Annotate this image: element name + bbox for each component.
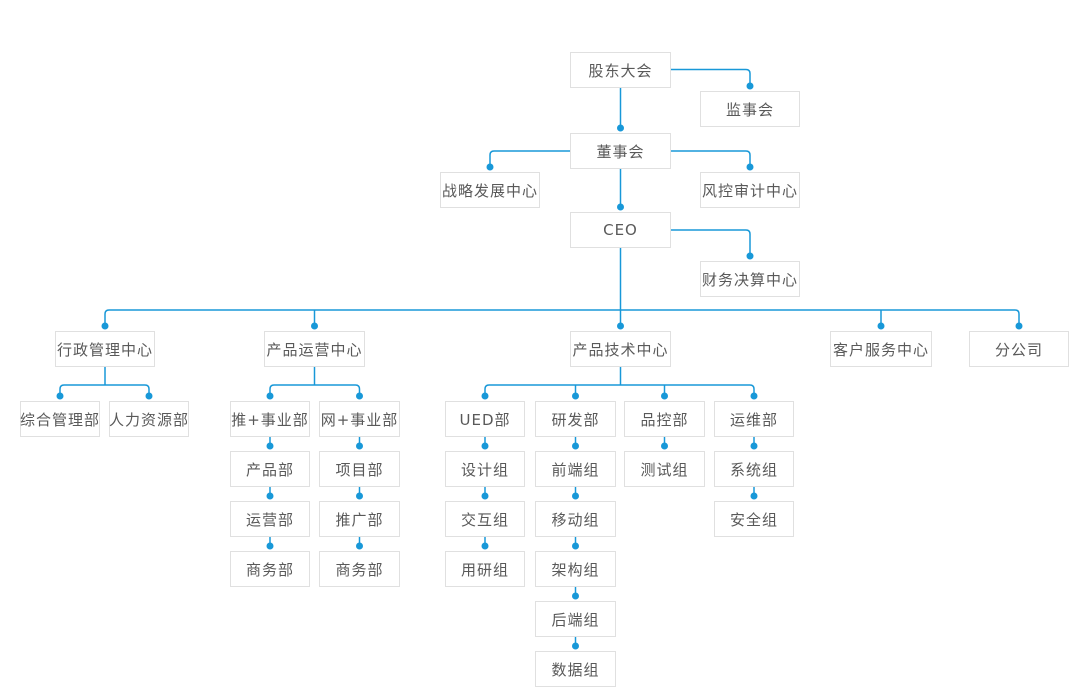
node-label: 数据组 xyxy=(551,660,600,679)
org-node-business-dept-wang: 商务部 xyxy=(319,551,400,587)
node-label: 交互组 xyxy=(460,510,509,529)
node-label: 客户服务中心 xyxy=(832,340,929,359)
org-node-promotion-dept: 推广部 xyxy=(319,501,400,537)
org-node-risk-audit-center: 风控审计中心 xyxy=(700,172,800,208)
org-node-system-group: 系统组 xyxy=(714,451,794,487)
org-node-tui-division: 推+事业部 xyxy=(230,401,310,437)
node-label: 前端组 xyxy=(551,460,600,479)
org-node-tech-center: 产品技术中心 xyxy=(570,331,671,367)
node-label: 商务部 xyxy=(245,560,294,579)
node-label: 风控审计中心 xyxy=(701,181,798,200)
node-label: 设计组 xyxy=(460,460,509,479)
org-node-hr-dept: 人力资源部 xyxy=(109,401,189,437)
org-node-finance-center: 财务决算中心 xyxy=(700,261,800,297)
org-node-mobile-group: 移动组 xyxy=(535,501,616,537)
node-label: UED部 xyxy=(459,410,511,429)
node-label: 财务决算中心 xyxy=(701,270,798,289)
node-label: 推广部 xyxy=(335,510,384,529)
node-label: 产品部 xyxy=(245,460,294,479)
org-node-ceo: CEO xyxy=(570,212,671,248)
org-node-wang-division: 网+事业部 xyxy=(319,401,400,437)
org-node-project-dept: 项目部 xyxy=(319,451,400,487)
org-node-design-group: 设计组 xyxy=(445,451,525,487)
node-label: 产品运营中心 xyxy=(266,340,363,359)
org-node-om-dept: 运维部 xyxy=(714,401,794,437)
node-label: 行政管理中心 xyxy=(56,340,153,359)
node-label: 战略发展中心 xyxy=(441,181,538,200)
org-node-ops-center: 产品运营中心 xyxy=(264,331,365,367)
node-label: 品控部 xyxy=(640,410,689,429)
org-node-frontend-group: 前端组 xyxy=(535,451,616,487)
org-node-board-of-directors: 董事会 xyxy=(570,133,671,169)
node-label: 用研组 xyxy=(460,560,509,579)
node-label: 股东大会 xyxy=(588,61,653,80)
org-node-product-dept: 产品部 xyxy=(230,451,310,487)
org-node-backend-group: 后端组 xyxy=(535,601,616,637)
org-node-branch-company: 分公司 xyxy=(969,331,1069,367)
node-label: 后端组 xyxy=(551,610,600,629)
org-node-data-group: 数据组 xyxy=(535,651,616,687)
org-node-shareholders-meeting: 股东大会 xyxy=(570,52,671,88)
node-label: 项目部 xyxy=(335,460,384,479)
node-label: 研发部 xyxy=(551,410,600,429)
node-label: 综合管理部 xyxy=(20,410,101,429)
node-label: 推+事业部 xyxy=(231,410,309,429)
node-label: CEO xyxy=(603,221,638,239)
org-node-service-center: 客户服务中心 xyxy=(830,331,932,367)
org-node-research-group: 用研组 xyxy=(445,551,525,587)
node-label: 产品技术中心 xyxy=(572,340,669,359)
node-label: 监事会 xyxy=(725,100,774,119)
node-label: 系统组 xyxy=(729,460,778,479)
org-node-testing-group: 测试组 xyxy=(624,451,705,487)
org-node-security-group: 安全组 xyxy=(714,501,794,537)
node-label: 移动组 xyxy=(551,510,600,529)
org-node-qc-dept: 品控部 xyxy=(624,401,705,437)
node-label: 网+事业部 xyxy=(320,410,399,429)
org-node-strategy-center: 战略发展中心 xyxy=(440,172,540,208)
org-node-rd-dept: 研发部 xyxy=(535,401,616,437)
org-node-ued-dept: UED部 xyxy=(445,401,525,437)
node-label: 测试组 xyxy=(640,460,689,479)
node-label: 架构组 xyxy=(551,560,600,579)
connector-dots xyxy=(56,82,1023,650)
org-node-interaction-group: 交互组 xyxy=(445,501,525,537)
org-node-architecture-group: 架构组 xyxy=(535,551,616,587)
node-label: 运维部 xyxy=(729,410,778,429)
node-label: 安全组 xyxy=(729,510,778,529)
node-label: 分公司 xyxy=(994,340,1043,359)
node-label: 董事会 xyxy=(596,142,645,161)
node-label: 人力资源部 xyxy=(109,410,190,429)
org-node-supervisory-board: 监事会 xyxy=(700,91,800,127)
org-node-business-dept-tui: 商务部 xyxy=(230,551,310,587)
node-label: 运营部 xyxy=(245,510,294,529)
org-node-admin-center: 行政管理中心 xyxy=(55,331,155,367)
org-node-operation-dept: 运营部 xyxy=(230,501,310,537)
node-label: 商务部 xyxy=(335,560,384,579)
org-node-general-mgmt-dept: 综合管理部 xyxy=(20,401,100,437)
